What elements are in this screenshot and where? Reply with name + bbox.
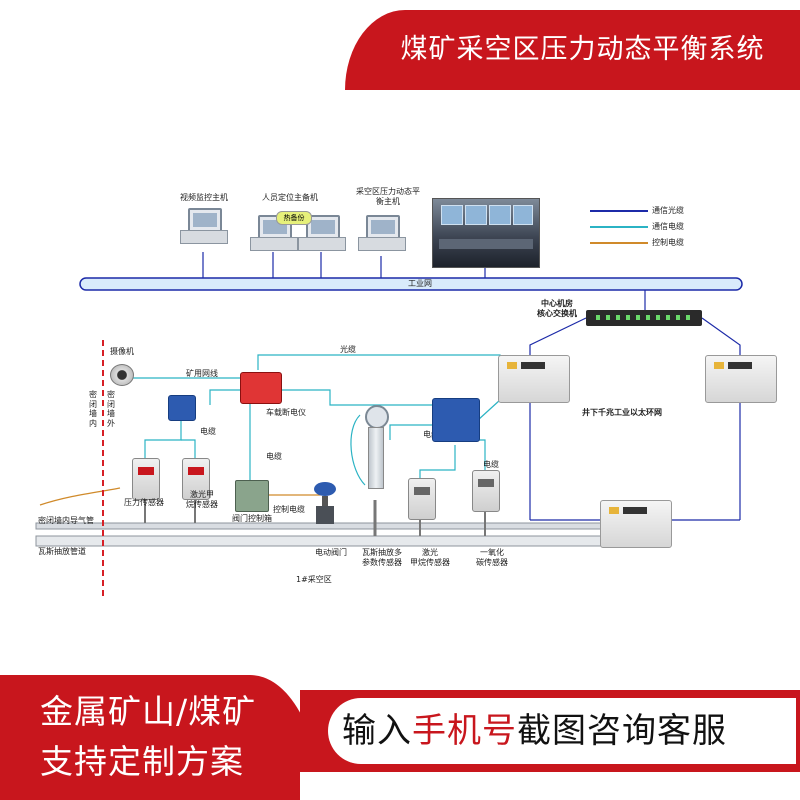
- legend-fiber: 通信光缆: [652, 206, 684, 215]
- control-cable-label: 控制电缆: [273, 505, 305, 514]
- electric-valve-label: 电动阀门: [315, 548, 347, 557]
- promo-right-highlight: 手机号: [412, 711, 517, 751]
- hub-to-sensors: [144, 420, 182, 458]
- personnel-host-b: [298, 215, 346, 251]
- legend-control-cable: 控制电缆: [652, 238, 684, 247]
- valve-box-label: 阀门控制箱: [232, 514, 272, 523]
- promo-left-banner: 金属矿山/煤矿 支持定制方案: [0, 675, 320, 800]
- cable-label-4: 电缆: [483, 460, 499, 469]
- goaf-host-label-1: 采空区压力动态平: [356, 187, 420, 196]
- promo-right-text: 输入手机号截图咨询客服: [328, 698, 796, 764]
- gas-main-pipe: [35, 535, 607, 547]
- co-label-1: 一氧化: [480, 548, 504, 557]
- cable-label-2: 电缆: [266, 452, 282, 461]
- ring-network-label: 井下千兆工业以太环网: [582, 408, 662, 417]
- wall-inner-label: 密闭墙内: [89, 390, 97, 428]
- promo-right-banner: 输入手机号截图咨询客服: [300, 690, 800, 772]
- core-switch: [586, 310, 702, 326]
- orange-guide-line: [39, 487, 121, 506]
- center-room-label-1: 中心机房: [541, 299, 573, 308]
- page-title: 煤矿采空区压力动态平衡系统: [400, 34, 765, 65]
- camera-device: [110, 364, 134, 386]
- ring-switch-right: [705, 355, 777, 403]
- pressure-sensor-label: 压力传感器: [124, 498, 164, 507]
- promo-right-pre: 输入: [342, 711, 412, 751]
- legend-line-control-cable: [590, 242, 648, 244]
- ring-left: [529, 317, 587, 360]
- breaker-to-junction: [280, 389, 432, 406]
- pressure-sensor-device: [132, 458, 160, 500]
- center-room-label-2: 核心交换机: [537, 308, 577, 318]
- cable-label-1: 电缆: [200, 427, 216, 436]
- mine-hub-device: [168, 395, 196, 421]
- breaker-to-hub: [209, 389, 240, 405]
- legend-line-comm-cable: [590, 226, 648, 228]
- personnel-host-a: [250, 215, 298, 251]
- valve-control-box: [235, 480, 269, 512]
- hub-to-sensor2: [181, 439, 196, 458]
- fiber-line: [257, 354, 501, 370]
- breaker-device: [240, 372, 282, 404]
- ring-switch-left: [498, 355, 570, 403]
- mine-cable-label: 矿用网线: [186, 369, 218, 378]
- title-banner: 煤矿采空区压力动态平衡系统: [345, 10, 800, 90]
- control-center-video-wall: [432, 198, 540, 268]
- center-room-label: 中心机房 核心交换机: [524, 299, 590, 318]
- breaker-label: 车载断电仪: [266, 408, 306, 417]
- laser-methane-2-label-2: 甲烷传感器: [410, 557, 450, 567]
- hot-standby-label: 热备份: [283, 214, 305, 222]
- laser-methane-1-label: 激光甲 烷传感器: [186, 490, 218, 509]
- gas-multi-label-1: 瓦斯抽放多: [362, 548, 402, 557]
- legend-comm-cable: 通信电缆: [652, 222, 684, 231]
- sensor-coil: [350, 414, 366, 486]
- fiber-label: 光缆: [340, 345, 356, 354]
- gas-multi-label-2: 参数传感器: [362, 557, 402, 567]
- promo-left-line1: 金属矿山/煤矿: [40, 692, 257, 731]
- junction-to-ring: [477, 399, 501, 421]
- promo-right-post: 截图咨询客服: [517, 711, 727, 751]
- hot-standby-badge: 热备份: [276, 211, 312, 225]
- co-sensor-device: [472, 470, 500, 512]
- personnel-host-label: 人员定位主备机: [262, 193, 318, 202]
- goaf-host-computer: [358, 215, 406, 251]
- legend-line-fiber: [590, 210, 648, 212]
- junction-to-gas: [389, 424, 432, 440]
- video-host-label: 视频监控主机: [180, 193, 228, 202]
- co-label-2: 碳传感器: [476, 557, 508, 567]
- laser-methane-1-label-1: 激光甲: [190, 490, 214, 499]
- video-host-computer: [180, 208, 228, 244]
- laser-methane-2-label-1: 激光: [422, 548, 438, 557]
- laser-methane-sensor-1: [182, 458, 210, 500]
- cable-label-3: 电缆: [423, 430, 439, 439]
- ring-switch-bottom: [600, 500, 672, 548]
- gas-multi-sensor-label: 瓦斯抽放多 参数传感器: [362, 548, 402, 567]
- wall-outer-label: 密闭墙外: [107, 390, 115, 428]
- promo-bottom-spacer: [300, 772, 800, 800]
- promo-left-line2: 支持定制方案: [40, 742, 244, 781]
- junction-box-device: [432, 398, 480, 442]
- goaf-area-label: 1#采空区: [296, 575, 332, 584]
- ring-right: [701, 317, 741, 355]
- industrial-net-label: 工业网: [408, 279, 432, 288]
- co-sensor-label: 一氧化 碳传感器: [476, 548, 508, 567]
- camera-label: 摄像机: [110, 347, 134, 356]
- electric-valve-device: [312, 482, 338, 524]
- goaf-host-label: 采空区压力动态平 衡主机: [350, 187, 426, 206]
- junction-to-laser2: [419, 445, 456, 478]
- goaf-host-label-2: 衡主机: [376, 196, 400, 206]
- gas-multi-sensor-device: [362, 405, 389, 500]
- laser-methane-2-label: 激光 甲烷传感器: [410, 548, 450, 567]
- pipe-inner-label: 密闭墙内导气管: [38, 516, 94, 525]
- industrial-network-bus: [79, 277, 743, 291]
- laser-methane-sensor-2: [408, 478, 436, 520]
- laser-methane-1-label-2: 烷传感器: [186, 499, 218, 509]
- gas-pipe-label: 瓦斯抽放管道: [38, 547, 86, 556]
